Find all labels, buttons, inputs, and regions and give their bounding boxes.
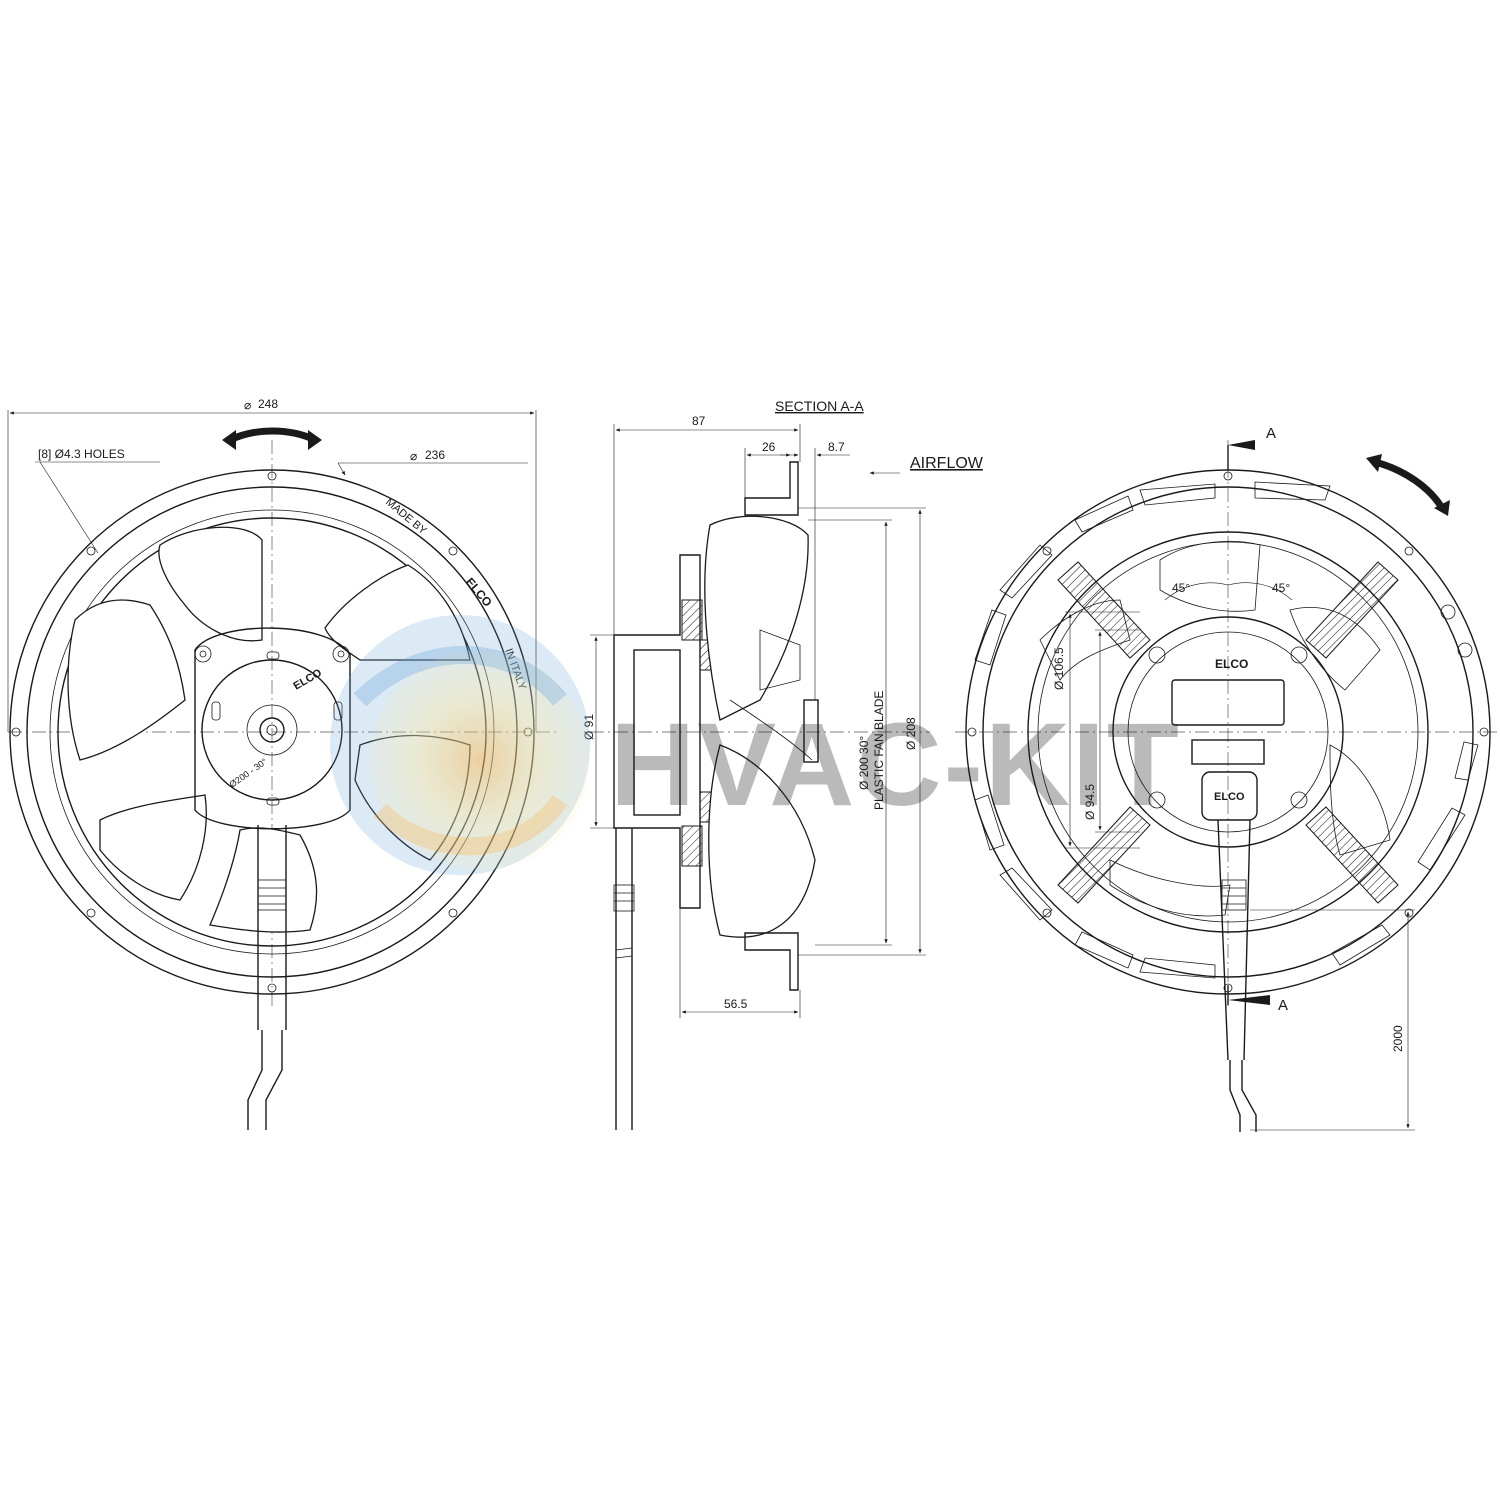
section-marker-bottom: A	[1227, 985, 1288, 1014]
rear-ring-slots	[974, 481, 1479, 979]
dim-87: 87	[692, 414, 706, 428]
section-mark-a-top: A	[1266, 425, 1276, 442]
angle-left: 45°	[1172, 581, 1190, 595]
section-shroud	[744, 461, 799, 991]
front-rotation-arrow-icon	[222, 427, 322, 450]
section-cable	[613, 828, 635, 1130]
rear-view: ELCO ELCO A A 45° 45°	[955, 425, 1500, 1132]
rear-rotation-arrow-icon	[1366, 454, 1450, 516]
rear-plug-logo: ELCO	[1214, 791, 1245, 803]
dim-dia-248: 248	[258, 397, 278, 411]
section-title: SECTION A-A	[775, 398, 864, 414]
dim-56-5: 56.5	[724, 997, 748, 1011]
section-mark-a-bottom: A	[1278, 997, 1288, 1014]
rear-logo: ELCO	[1215, 657, 1248, 671]
front-hub: ELCO Ø200 - 30°	[194, 627, 351, 830]
dim-dia-94-5: Ø 94.5	[1083, 784, 1097, 820]
dim-dia-236: 236	[425, 448, 445, 462]
watermark-text: HVAC-KIT	[610, 699, 1181, 831]
ring-text-logo: ELCO	[463, 575, 495, 610]
dim-cable-2000: 2000	[1391, 1025, 1405, 1052]
rear-cable	[1217, 819, 1257, 1132]
front-cable	[247, 825, 287, 1130]
hub-code: Ø200 - 30°	[227, 756, 269, 789]
dim-dia-106-5: Ø 106.5	[1052, 647, 1066, 690]
svg-text:⌀: ⌀	[244, 398, 251, 412]
rear-motor: ELCO ELCO	[1112, 616, 1344, 848]
dim-26: 26	[762, 440, 776, 454]
dim-dia-200: Ø 200 30°	[857, 736, 871, 790]
dim-8-7: 8.7	[828, 440, 845, 454]
svg-text:⌀: ⌀	[410, 449, 417, 463]
section-view: SECTION A-A AIRFLOW 87 26 8.7 56.5 Ø 91 …	[582, 398, 984, 1130]
dim-plastic-fan-blade: PLASTIC FAN BLADE	[872, 691, 886, 810]
section-marker-top: A	[1227, 425, 1276, 470]
dim-dia-208: Ø 208	[904, 717, 918, 750]
angle-right: 45°	[1272, 581, 1290, 595]
airflow-label: AIRFLOW	[910, 455, 984, 472]
watermark: HVAC-KIT	[330, 615, 1181, 875]
section-blades	[704, 515, 819, 938]
rear-struts	[1057, 561, 1399, 904]
holes-note: [8] Ø4.3 HOLES	[38, 447, 125, 461]
